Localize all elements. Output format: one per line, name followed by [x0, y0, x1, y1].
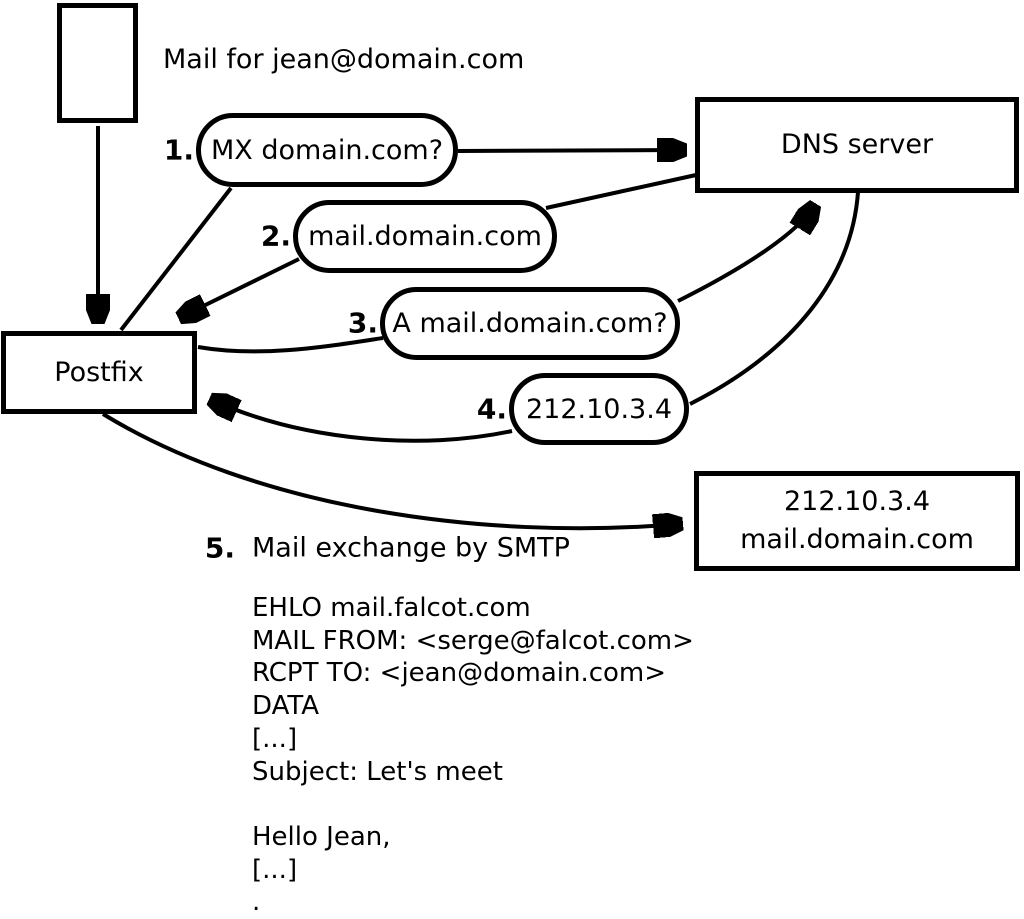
step-number-5: 5.: [204, 531, 235, 565]
arrow-postfix-to-exchanger: [101, 412, 680, 528]
smtp-line: DATA: [252, 691, 319, 722]
incoming-mail-box: [57, 3, 138, 123]
mail-exchanger-ip: 212.10.3.4: [784, 486, 930, 517]
postfix-label: Postfix: [54, 356, 144, 388]
arrow-pill2-to-postfix: [181, 257, 300, 317]
step-number-1: 1.: [163, 133, 194, 167]
smtp-exchange-label: Mail exchange by SMTP: [252, 532, 570, 564]
step-number-3: 3.: [347, 306, 378, 340]
pill-mx-answer-label: mail.domain.com: [308, 221, 542, 252]
arrow-pill1-to-dns: [457, 150, 684, 151]
pill-mx-query-label: MX domain.com?: [210, 134, 444, 166]
line-postfix-to-pill1: [119, 186, 233, 332]
smtp-line-end-dot: .: [252, 887, 261, 918]
dns-server-box: DNS server: [695, 97, 1019, 193]
mail-exchanger-hostname: mail.domain.com: [740, 524, 974, 555]
smtp-line: Subject: Let's meet: [252, 756, 503, 787]
pill-mx-query: MX domain.com?: [196, 113, 458, 187]
postfix-box: Postfix: [1, 331, 197, 414]
pill-a-answer-label: 212.10.3.4: [526, 393, 672, 425]
smtp-line: Hello Jean,: [252, 821, 391, 852]
smtp-line: [...]: [252, 723, 298, 754]
smtp-line-blank: [252, 788, 694, 821]
smtp-session-transcript: EHLO mail.falcot.com MAIL FROM: <serge@f…: [252, 592, 694, 919]
step-number-2: 2.: [260, 219, 291, 253]
line-dns-to-pill4: [689, 191, 860, 406]
smtp-line: EHLO mail.falcot.com: [252, 593, 531, 623]
pill-a-query: A mail.domain.com?: [380, 287, 680, 360]
smtp-line: [...]: [252, 854, 298, 885]
line-postfix-to-pill3: [197, 336, 384, 354]
pill-a-query-label: A mail.domain.com?: [392, 308, 668, 339]
step-number-4: 4.: [476, 392, 507, 426]
smtp-line: MAIL FROM: <serge@falcot.com>: [252, 625, 694, 656]
pill-mx-answer: mail.domain.com: [293, 200, 557, 273]
dns-server-label: DNS server: [780, 129, 934, 160]
arrow-pill4-to-postfix: [212, 400, 513, 443]
pill-a-answer: 212.10.3.4: [509, 373, 689, 445]
mail-exchanger-box: 212.10.3.4 mail.domain.com: [694, 471, 1020, 571]
line-dns-to-pill2: [545, 173, 697, 210]
smtp-line: RCPT TO: <jean@domain.com>: [252, 658, 667, 689]
arrow-pill3-to-dns: [677, 206, 814, 303]
mail-for-label: Mail for jean@domain.com: [163, 44, 525, 75]
